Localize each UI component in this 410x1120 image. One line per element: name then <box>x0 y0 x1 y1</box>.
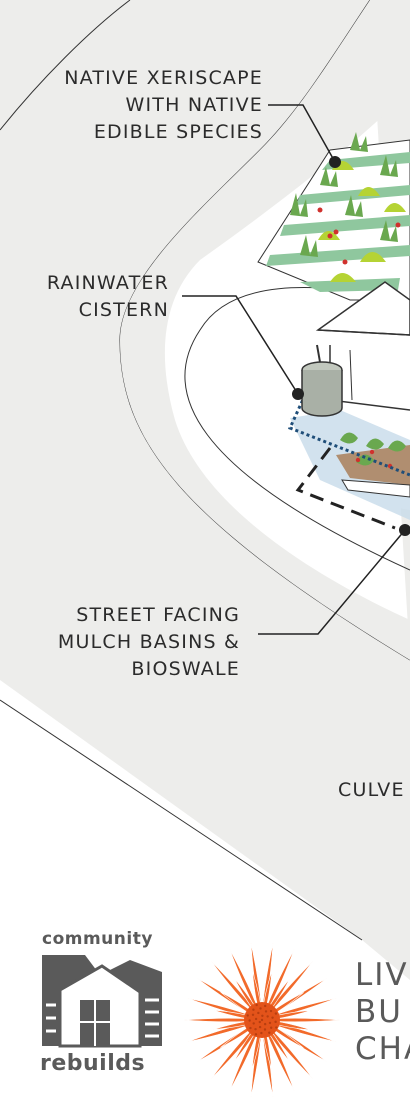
sunflower-seed <box>252 1008 255 1011</box>
leader-cistern <box>182 295 299 395</box>
sunflower-seed <box>263 1028 267 1031</box>
sunflower-seed <box>258 1025 262 1029</box>
cistern-label-line-2: CISTERN <box>78 299 169 321</box>
leader-mulch <box>258 529 406 635</box>
xeriscape-label-line-2: WITH NATIVE <box>125 94 263 116</box>
road-line <box>0 699 363 941</box>
sunflower-seed <box>251 1013 255 1016</box>
sunflower-seed <box>268 1031 271 1034</box>
sunflower-seed <box>274 1020 277 1024</box>
mulch-label: STREET FACING MULCH BASINS & BIOSWALE <box>58 602 240 683</box>
sidewalk-inner <box>120 0 410 660</box>
sunflower-seed <box>269 1009 273 1013</box>
sunflower-seed <box>252 1022 255 1025</box>
sunflower-seed <box>260 1031 263 1035</box>
sunflower-seed <box>249 1026 252 1030</box>
sunflower-seed <box>275 1026 278 1029</box>
leader-dot-cistern <box>292 388 304 400</box>
sunflower-seed <box>255 1003 258 1007</box>
rebuilds-logo-text: rebuilds <box>40 1051 146 1076</box>
leader-dot-xeriscape <box>329 156 341 168</box>
sunflower-seed <box>254 1033 258 1036</box>
mulch-label-line-2: MULCH BASINS & <box>57 631 240 653</box>
xeriscape-label-line-3: EDIBLE SPECIES <box>93 121 263 143</box>
basin-plants <box>340 432 406 466</box>
sunflower-seed <box>264 1010 268 1013</box>
sunflower-seed <box>260 1018 264 1022</box>
sunflower-seed <box>258 1020 261 1024</box>
xeriscape-label-line-1: NATIVE XERISCAPE <box>64 67 263 89</box>
downspout-dotted-line <box>287 394 410 477</box>
mulch-inner <box>341 479 410 498</box>
mulch-basin <box>336 445 410 485</box>
living-building-line-3: CHA <box>355 1031 410 1067</box>
berries <box>317 207 401 265</box>
mulch-label-line-1: STREET FACING <box>76 604 240 626</box>
property-dashed-line <box>295 447 396 530</box>
xeriscape-label: NATIVE XERISCAPE WITH NATIVE EDIBLE SPEC… <box>64 65 263 146</box>
culvert-label: CULVE <box>338 779 405 801</box>
sunflower-seed <box>263 1004 267 1008</box>
leader-xeriscape <box>268 104 336 163</box>
sunflower-seed <box>259 1007 262 1010</box>
living-building-line-1: LIV <box>355 957 409 993</box>
sunflower-seed <box>274 1012 278 1015</box>
community-rebuilds-logo <box>40 952 165 1050</box>
mulch-label-line-3: BIOSWALE <box>131 658 240 680</box>
sunflower-seed <box>263 1022 267 1026</box>
sunflower-seed <box>268 1021 272 1025</box>
edible-plants <box>290 132 398 257</box>
sunflower-seed <box>269 1026 273 1029</box>
rainwater-cistern <box>301 344 343 417</box>
cistern-label: RAINWATER CISTERN <box>47 270 169 324</box>
leader-dot-mulch <box>399 524 410 536</box>
living-building-title: LIV BU CHA <box>355 957 410 1068</box>
community-logo-text: community <box>42 929 153 949</box>
sunflower-seed <box>246 1014 249 1017</box>
street-edge <box>0 0 131 131</box>
sunflower-seed <box>266 1015 269 1018</box>
sunflower-petal <box>261 1017 341 1023</box>
sunflower-seed <box>248 1019 251 1022</box>
sunflower-seed <box>254 1017 258 1021</box>
cistern-label-line-1: RAINWATER <box>46 272 169 294</box>
sunflower-seed <box>261 1014 264 1017</box>
sunflower-icon <box>183 942 341 1098</box>
living-building-line-2: BU <box>355 994 403 1030</box>
sunflower-seed <box>271 1016 274 1019</box>
sunflower-petal <box>183 1017 263 1023</box>
sunflower-seed <box>254 1027 257 1031</box>
sunflower-seed <box>257 1011 260 1015</box>
